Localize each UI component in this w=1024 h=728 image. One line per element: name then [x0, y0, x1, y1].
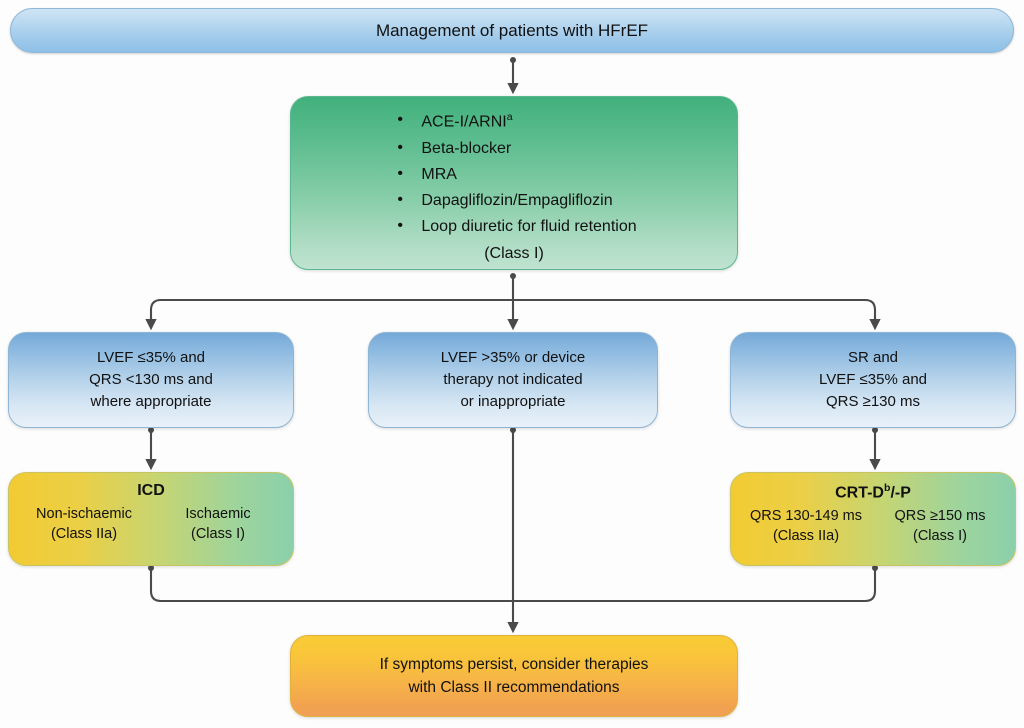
crt-qrs-150-class: (Class I)	[913, 527, 967, 544]
decision-left-line2: QRS <130 ms and	[89, 371, 213, 389]
icd-ischaemic-class: (Class I)	[191, 525, 245, 542]
therapy-item-label: Loop diuretic for fluid retention	[421, 218, 637, 236]
device-box-icd: ICD Non-ischaemic (Class IIa) Ischaemic …	[8, 472, 294, 566]
icd-title: ICD	[137, 482, 165, 500]
banner-title: Management of patients with HFrEF	[375, 20, 649, 40]
therapy-item-label: Beta-blocker	[421, 139, 512, 157]
therapy-item: Beta-blocker	[391, 137, 636, 159]
crt-column-qrs-130-149: QRS 130-149 ms (Class IIa)	[739, 507, 873, 546]
icd-non-ischaemic-label: Non-ischaemic	[36, 506, 132, 522]
outcome-line1: If symptoms persist, consider therapies	[379, 655, 649, 673]
decision-right-line3: QRS ≥130 ms	[825, 392, 921, 410]
therapy-item-superscript: a	[506, 111, 513, 123]
decision-box-right: SR and LVEF ≤35% and QRS ≥130 ms	[730, 332, 1016, 428]
icd-column-ischaemic: Ischaemic (Class I)	[151, 505, 285, 544]
therapy-item-label: ACE-I/ARNI	[421, 113, 507, 131]
decision-middle-line3: or inappropriate	[460, 392, 566, 410]
crt-qrs-150-label: QRS ≥150 ms	[894, 508, 986, 525]
decision-box-left: LVEF ≤35% and QRS <130 ms and where appr…	[8, 332, 294, 428]
crt-columns: QRS 130-149 ms (Class IIa) QRS ≥150 ms (…	[731, 507, 1015, 546]
therapy-item: Dapagliflozin/Empagliflozin	[391, 189, 636, 211]
icd-column-non-ischaemic: Non-ischaemic (Class IIa)	[17, 505, 151, 544]
outcome-line2: with Class II recommendations	[408, 679, 620, 696]
decision-middle-line1: LVEF >35% or device	[440, 349, 586, 367]
decision-right-line2: LVEF ≤35% and	[818, 371, 928, 389]
icd-non-ischaemic-class: (Class IIa)	[50, 525, 118, 542]
device-box-crt: CRT-Db/-P QRS 130-149 ms (Class IIa) QRS…	[730, 472, 1016, 566]
crt-title-superscript: b	[883, 482, 891, 494]
decision-middle-line2: therapy not indicated	[443, 371, 583, 389]
decision-box-middle: LVEF >35% or device therapy not indicate…	[368, 332, 658, 428]
crt-qrs-130-149-label: QRS 130-149 ms	[749, 508, 863, 525]
therapy-item: Loop diuretic for fluid retention	[391, 215, 637, 237]
therapy-item: ACE-I/ARNIa	[391, 109, 636, 133]
therapy-class-label: (Class I)	[484, 244, 544, 262]
crt-title: CRT-Db/-P	[835, 482, 911, 502]
crt-title-prefix: CRT-D	[835, 484, 884, 502]
icd-ischaemic-label: Ischaemic	[185, 506, 251, 522]
therapy-item-label: Dapagliflozin/Empagliflozin	[421, 192, 613, 210]
therapy-item: MRA	[391, 163, 636, 185]
decision-left-line3: where appropriate	[90, 392, 212, 410]
therapy-box-class-i: ACE-I/ARNIa Beta-blocker MRA Dapaglifloz…	[290, 96, 738, 270]
therapy-item-label: MRA	[421, 165, 457, 183]
crt-title-suffix: /-P	[890, 484, 911, 502]
decision-right-line1: SR and	[847, 349, 899, 367]
therapy-list: ACE-I/ARNIa Beta-blocker MRA Dapaglifloz…	[391, 109, 637, 243]
crt-qrs-130-149-class: (Class IIa)	[772, 527, 840, 544]
decision-left-line1: LVEF ≤35% and	[96, 349, 206, 367]
banner-management-hfref: Management of patients with HFrEF	[10, 8, 1014, 53]
crt-column-qrs-150: QRS ≥150 ms (Class I)	[873, 507, 1007, 546]
outcome-box-class-ii: If symptoms persist, consider therapies …	[290, 635, 738, 717]
icd-columns: Non-ischaemic (Class IIa) Ischaemic (Cla…	[9, 505, 293, 544]
icd-title-label: ICD	[137, 482, 165, 499]
